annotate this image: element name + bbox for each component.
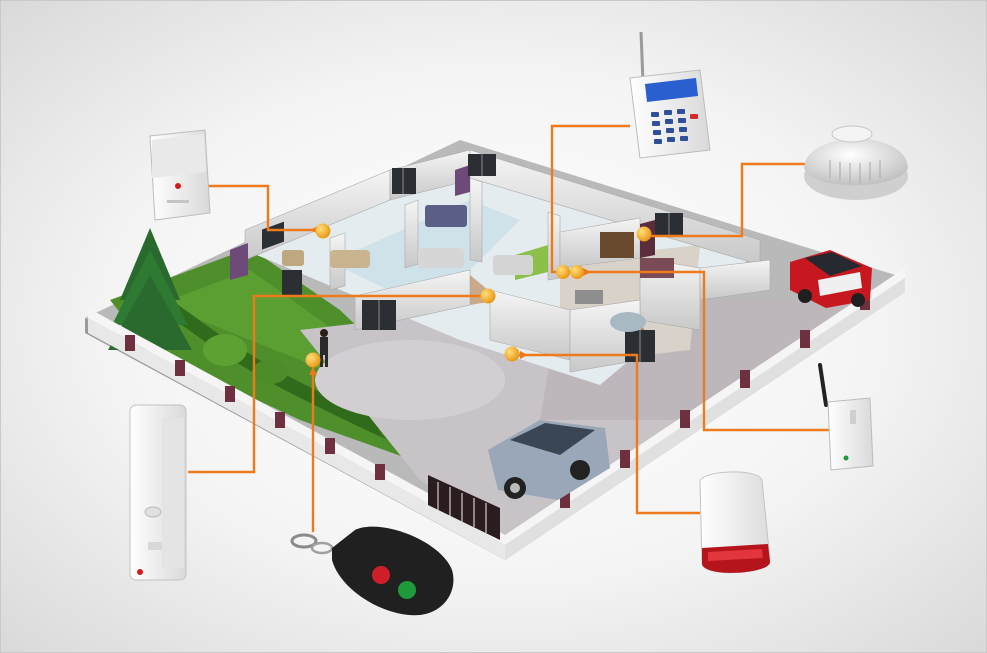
silver-suv [488,420,610,500]
node-keyfob [305,352,321,368]
keyfob-green-button [398,581,416,599]
door-contact-sensor-icon [129,404,187,581]
node-siren [504,346,520,362]
wire-gsm-module [562,270,832,432]
node-gsm-module [570,265,584,279]
smoke-detector-icon [804,125,908,200]
keyfob-red-button [372,566,390,584]
wire-door-sensor [188,294,488,474]
motion-sensor-icon [149,129,211,221]
person-figure [320,329,328,367]
node-door-sensor [480,288,496,304]
red-car [790,250,872,308]
wire-smoke-detector [646,162,818,238]
node-smoke-detector [636,226,652,242]
siren-icon [699,471,771,574]
connection-nodes [305,223,652,368]
gsm-module-icon [818,363,874,471]
wire-motion-sensor [205,184,323,232]
front-gate [428,475,500,540]
wire-siren [512,353,700,515]
node-keypad [556,265,570,279]
node-motion-sensor [315,223,331,239]
remote-keyfob-icon [290,526,454,616]
wiring [188,124,832,532]
control-panel-keypad-icon [629,31,711,159]
